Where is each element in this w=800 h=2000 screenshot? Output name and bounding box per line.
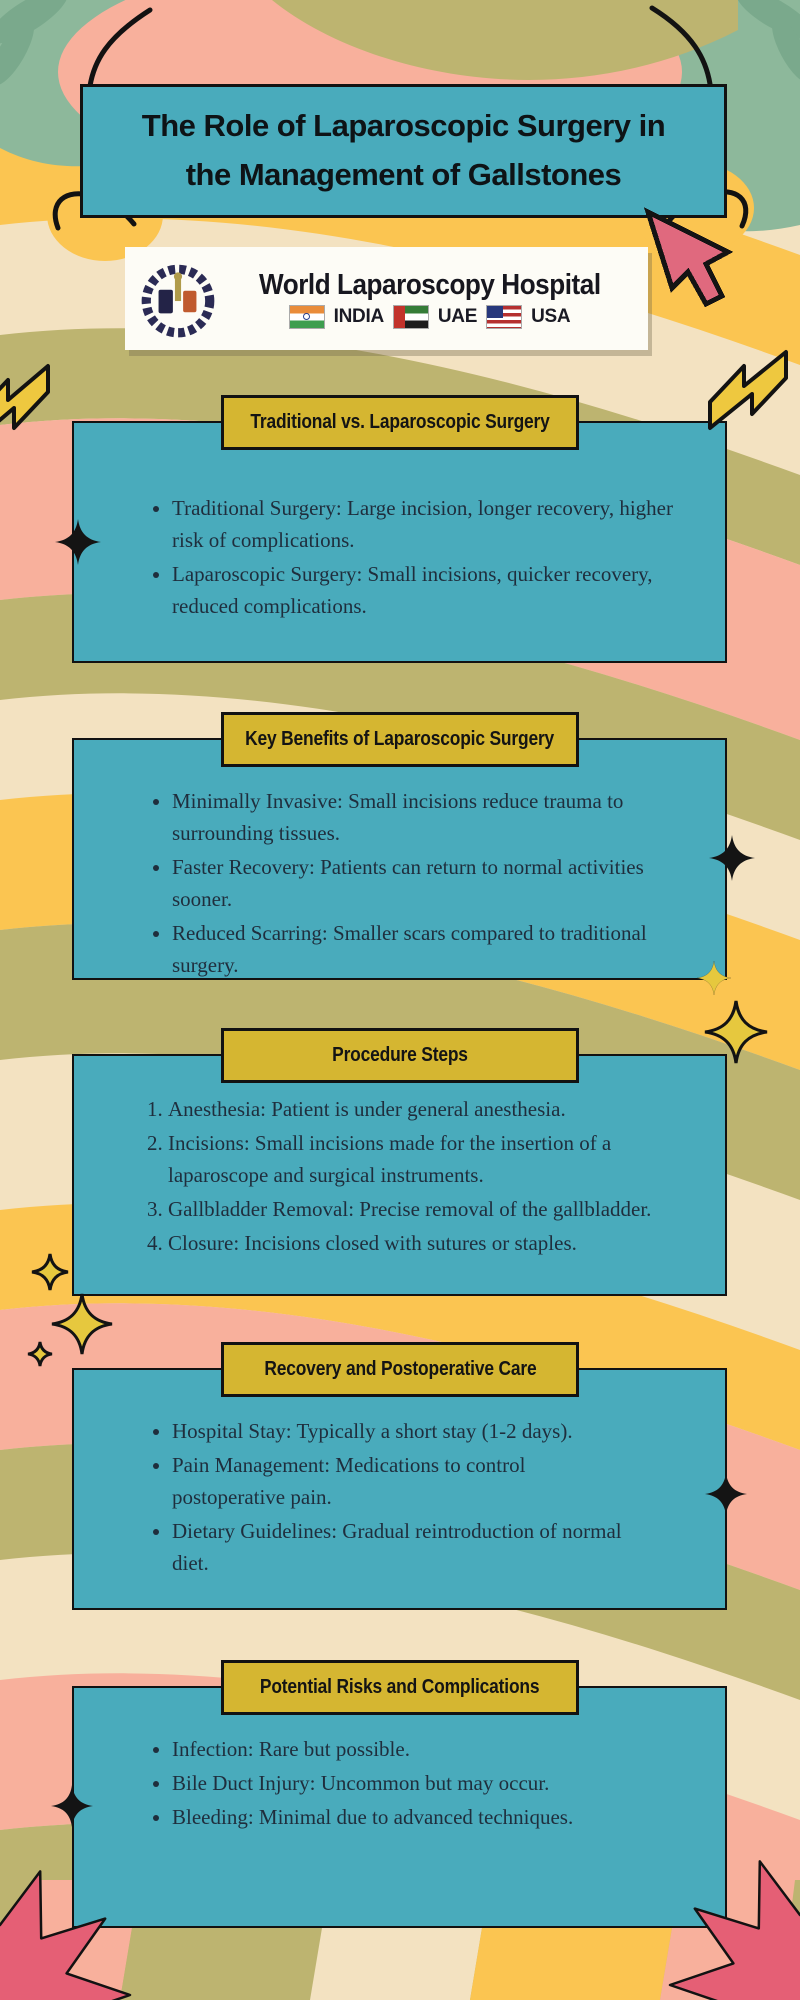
pixel-cursor-icon xyxy=(643,207,734,308)
list-item: Incisions: Small incisions made for the … xyxy=(168,1128,695,1192)
section-risks-complications: Potential Risks and Complications Infect… xyxy=(0,1660,800,1928)
list-item: Infection: Rare but possible. xyxy=(172,1734,642,1766)
hospital-logo-banner: World Laparoscopy Hospital INDIA UAE USA xyxy=(125,247,648,350)
country-label-uae: UAE xyxy=(437,305,478,327)
list-item: Gallbladder Removal: Precise removal of … xyxy=(168,1194,695,1226)
india-flag-icon xyxy=(288,304,325,329)
page-title-line2: the Management of Gallstones xyxy=(185,157,622,192)
hospital-name: World Laparoscopy Hospital xyxy=(258,268,601,301)
list-item: Pain Management: Medications to control … xyxy=(172,1450,642,1514)
numbered-list: Anesthesia: Patient is under general ane… xyxy=(138,1094,695,1260)
section-content-box: Infection: Rare but possible.Bile Duct I… xyxy=(72,1686,727,1928)
bullet-list: Infection: Rare but possible.Bile Duct I… xyxy=(152,1734,642,1834)
section-header: Potential Risks and Complications xyxy=(260,1676,540,1698)
list-item: Laparoscopic Surgery: Small incisions, q… xyxy=(172,559,692,623)
list-item: Bile Duct Injury: Uncommon but may occur… xyxy=(172,1768,642,1800)
bullet-list: Traditional Surgery: Large incision, lon… xyxy=(152,493,692,623)
list-item: Faster Recovery: Patients can return to … xyxy=(172,852,692,916)
list-item: Closure: Incisions closed with sutures o… xyxy=(168,1228,695,1260)
section-header: Procedure Steps xyxy=(332,1044,468,1066)
usa-flag-icon xyxy=(486,304,523,329)
list-item: Reduced Scarring: Smaller scars compared… xyxy=(172,918,692,982)
list-item: Minimally Invasive: Small incisions redu… xyxy=(172,786,692,850)
section-traditional-vs-laparoscopic: Traditional vs. Laparoscopic Surgery Tra… xyxy=(0,395,800,663)
section-header: Key Benefits of Laparoscopic Surgery xyxy=(245,728,555,750)
section-key-benefits: Key Benefits of Laparoscopic Surgery Min… xyxy=(0,712,800,980)
section-header-pill: Traditional vs. Laparoscopic Surgery xyxy=(221,395,579,450)
section-content-box: Minimally Invasive: Small incisions redu… xyxy=(72,738,727,980)
country-label-india: INDIA xyxy=(333,305,385,327)
list-item: Anesthesia: Patient is under general ane… xyxy=(168,1094,695,1126)
title-box: The Role of Laparoscopic Surgery in the … xyxy=(80,84,727,218)
country-label-usa: USA xyxy=(531,305,571,327)
section-content-box: Hospital Stay: Typically a short stay (1… xyxy=(72,1368,727,1610)
list-item: Hospital Stay: Typically a short stay (1… xyxy=(172,1416,642,1448)
list-item: Traditional Surgery: Large incision, lon… xyxy=(172,493,692,557)
section-header-pill: Procedure Steps xyxy=(221,1028,579,1083)
section-header-pill: Potential Risks and Complications xyxy=(221,1660,579,1715)
uae-flag-icon xyxy=(392,304,429,329)
section-header: Traditional vs. Laparoscopic Surgery xyxy=(250,411,550,433)
laurel-wreath-emblem-icon xyxy=(141,264,215,337)
logo-text-block: World Laparoscopy Hospital INDIA UAE USA xyxy=(221,269,638,329)
bullet-list: Minimally Invasive: Small incisions redu… xyxy=(152,786,692,981)
section-header-pill: Key Benefits of Laparoscopic Surgery xyxy=(221,712,579,767)
list-item: Dietary Guidelines: Gradual reintroducti… xyxy=(172,1516,642,1580)
section-header: Recovery and Postoperative Care xyxy=(263,1358,537,1380)
section-content-box: Anesthesia: Patient is under general ane… xyxy=(72,1054,727,1296)
section-recovery-care: Recovery and Postoperative Care Hospital… xyxy=(0,1342,800,1610)
bullet-list: Hospital Stay: Typically a short stay (1… xyxy=(152,1416,642,1580)
list-item: Bleeding: Minimal due to advanced techni… xyxy=(172,1802,642,1834)
logo-countries-row: INDIA UAE USA xyxy=(288,304,571,329)
section-procedure-steps: Procedure Steps Anesthesia: Patient is u… xyxy=(0,1028,800,1296)
section-content-box: Traditional Surgery: Large incision, lon… xyxy=(72,421,727,663)
section-header-pill: Recovery and Postoperative Care xyxy=(221,1342,579,1397)
page-title-line1: The Role of Laparoscopic Surgery in xyxy=(141,108,666,144)
